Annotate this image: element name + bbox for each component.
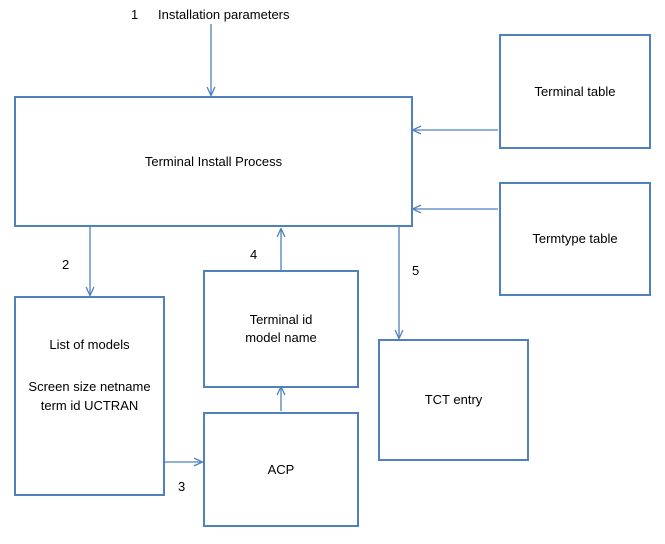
installation-parameters-label: Installation parameters <box>158 7 290 22</box>
step-number-5: 5 <box>412 263 420 278</box>
box-acp[interactable]: ACP <box>203 412 359 527</box>
box-list-of-models-line2: netname <box>99 379 151 394</box>
box-list-of-models-line1: Screen size <box>28 379 97 394</box>
box-termtype-table[interactable]: Termtype table <box>499 182 651 296</box>
box-terminal-table-label: Terminal table <box>534 83 616 99</box>
box-list-of-models[interactable]: List of models Screen size netname term … <box>14 296 165 496</box>
box-list-of-models-heading: List of models <box>49 337 130 352</box>
box-tct-entry-label: TCT entry <box>424 392 483 408</box>
box-terminal-install-process[interactable]: Terminal Install Process <box>14 96 413 227</box>
box-list-of-models-line3: term id <box>40 397 81 413</box>
step-number-3: 3 <box>178 479 186 494</box>
step-number-2: 2 <box>62 257 70 272</box>
box-terminal-install-process-label: Terminal Install Process <box>144 153 283 169</box>
box-tct-entry[interactable]: TCT entry <box>378 339 529 461</box>
box-terminal-id-line2: model name <box>245 330 317 345</box>
step-number-1: 1 <box>131 7 139 22</box>
step-number-4: 4 <box>250 247 258 262</box>
box-acp-label: ACP <box>267 461 295 477</box>
box-list-of-models-line4: UCTRAN <box>84 397 139 413</box>
box-terminal-table[interactable]: Terminal table <box>499 34 651 149</box>
box-terminal-id-model-name[interactable]: Terminal id model name <box>203 270 359 388</box>
box-terminal-id-line1: Terminal id <box>249 312 313 328</box>
box-termtype-table-label: Termtype table <box>532 231 618 247</box>
